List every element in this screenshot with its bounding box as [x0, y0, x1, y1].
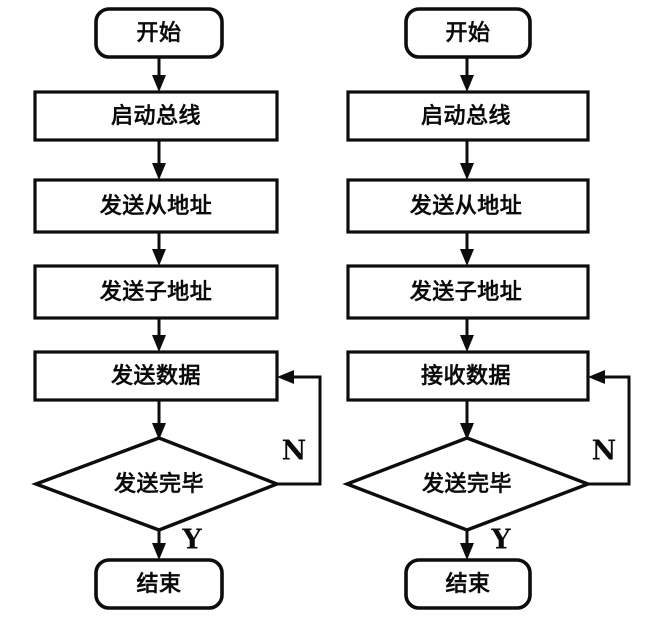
- node-start-bus[interactable]: 启动总线: [346, 90, 590, 142]
- connector-bus-to-slaveaddr: [152, 140, 166, 180]
- node-send-slave-address[interactable]: 发送从地址: [33, 178, 279, 234]
- connector-subaddr-to-data: [460, 318, 474, 352]
- connector-decision-yes-to-end: [152, 528, 166, 560]
- connector-decision-yes-to-end: [460, 528, 474, 560]
- receive-data-flowchart: 开始 启动总线 发送从地址 发送子地址 接收数据: [342, 7, 631, 610]
- node-send-sub-address-label: 发送子地址: [99, 279, 213, 305]
- send-data-flowchart: 开始 启动总线 发送从地址 发送子地址 发送数据: [31, 7, 322, 610]
- connector-data-to-decision: [152, 400, 166, 440]
- connector-decision-no-loop: [588, 370, 631, 486]
- node-send-complete-decision-label: 发送完毕: [113, 471, 204, 497]
- node-send-slave-address-label: 发送从地址: [409, 193, 523, 219]
- node-start-label: 开始: [445, 20, 490, 46]
- node-end[interactable]: 结束: [94, 558, 224, 610]
- connector-subaddr-to-data: [152, 318, 166, 352]
- node-start[interactable]: 开始: [94, 7, 224, 59]
- branch-label-yes: Y: [181, 525, 202, 556]
- node-end[interactable]: 结束: [404, 558, 532, 610]
- node-send-sub-address[interactable]: 发送子地址: [33, 264, 279, 320]
- node-send-slave-address-label: 发送从地址: [99, 193, 213, 219]
- node-receive-data-label: 接收数据: [421, 363, 511, 389]
- node-start[interactable]: 开始: [404, 7, 532, 59]
- node-send-complete-decision[interactable]: 发送完毕: [342, 436, 593, 532]
- node-send-data[interactable]: 发送数据: [33, 350, 279, 402]
- branch-label-yes: Y: [490, 525, 511, 556]
- node-start-bus-label: 启动总线: [421, 103, 511, 129]
- node-receive-data[interactable]: 接收数据: [346, 350, 590, 402]
- connector-decision-no-loop: [277, 370, 322, 486]
- branch-label-no: N: [282, 436, 307, 467]
- node-end-label: 结束: [136, 571, 182, 597]
- node-start-label: 开始: [136, 20, 181, 46]
- branch-label-no: N: [592, 436, 617, 467]
- connector-data-to-decision: [460, 400, 474, 440]
- node-send-complete-decision-label: 发送完毕: [421, 471, 512, 497]
- node-start-bus[interactable]: 启动总线: [33, 90, 279, 142]
- node-send-sub-address-label: 发送子地址: [409, 279, 523, 305]
- node-end-label: 结束: [445, 571, 491, 597]
- node-send-data-label: 发送数据: [110, 363, 201, 389]
- connector-slaveaddr-to-subaddr: [152, 232, 166, 266]
- node-send-slave-address[interactable]: 发送从地址: [346, 178, 590, 234]
- connector-bus-to-slaveaddr: [460, 140, 474, 180]
- connector-start-to-bus: [152, 57, 166, 92]
- node-send-complete-decision[interactable]: 发送完毕: [31, 436, 282, 532]
- node-send-sub-address[interactable]: 发送子地址: [346, 264, 590, 320]
- connector-start-to-bus: [460, 57, 474, 92]
- connector-slaveaddr-to-subaddr: [460, 232, 474, 266]
- node-start-bus-label: 启动总线: [111, 103, 201, 129]
